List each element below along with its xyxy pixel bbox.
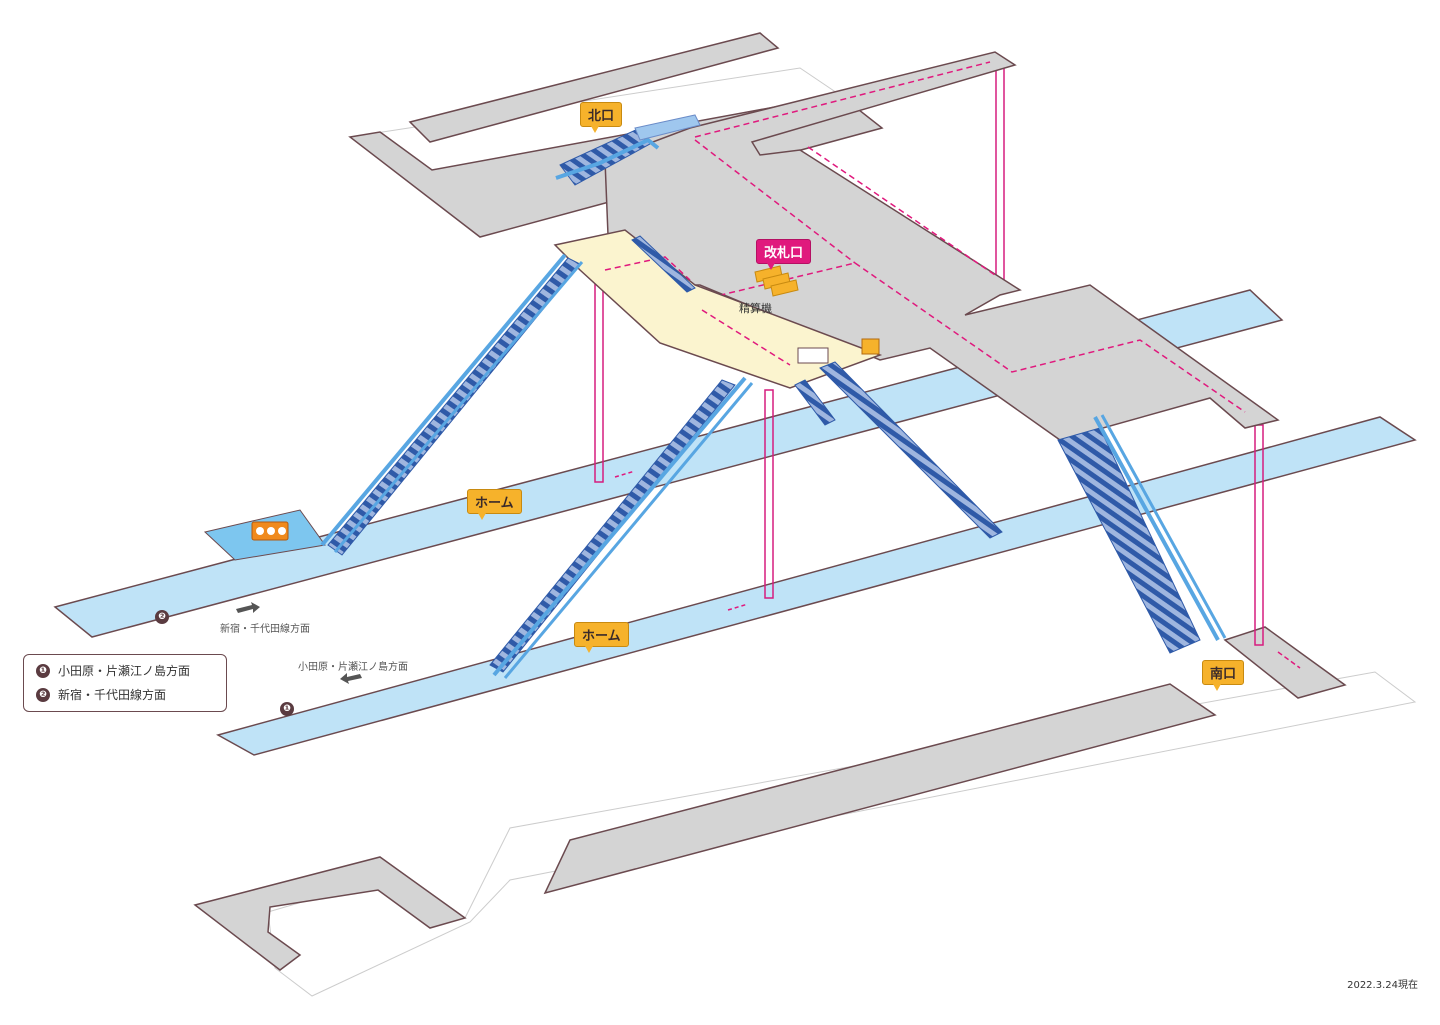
arrow-left-icon: [340, 673, 362, 684]
concourse-routes: [694, 61, 1246, 413]
legend-item-2: ❷ 新宿・千代田線方面: [36, 686, 166, 703]
escalator-lower-left-rail-b: [503, 382, 754, 679]
stairs-south: [1057, 427, 1201, 654]
escalator-lower-left-rail-a: [492, 376, 747, 677]
south-route-line: [1277, 651, 1301, 669]
ticket-gate-tag: 改札口: [756, 239, 812, 270]
route-north-down: [694, 139, 856, 264]
north-road-block: [408, 32, 780, 143]
escalator-north-rail: [555, 137, 660, 180]
escalator-south-rail-a: [1093, 416, 1220, 641]
direction-odawara-label: 小田原・片瀬江ノ島方面: [298, 662, 408, 673]
gate-floor-routes: [604, 256, 791, 366]
stairs-lower-platform-down: [819, 361, 1003, 539]
north-exit-tag: 北口: [580, 102, 623, 133]
route-fare: [699, 262, 856, 301]
ticket-gate-3: [770, 279, 799, 297]
date-stamp: 2022.3.24現在: [1347, 980, 1418, 991]
south-exit-tag: 南口: [1202, 660, 1245, 691]
elevator-north: [995, 64, 1005, 281]
route-gate-left: [604, 256, 691, 281]
escalator-upper-left-rail-a: [320, 253, 567, 547]
stair-opening: [797, 347, 829, 364]
ticket-machine-icon: [861, 338, 880, 355]
platform-number-upper: ❷: [155, 610, 169, 624]
direction-shinjuku-label: 新宿・千代田線方面: [220, 624, 310, 635]
route-gate-down: [701, 309, 791, 366]
ticket-gates: [754, 265, 799, 297]
upper-elevator-route: [614, 470, 636, 478]
legend-number: ❷: [36, 687, 50, 702]
elevator-upper-platform: [594, 274, 604, 483]
toilet-figure-3: [278, 527, 286, 535]
lower-elevator-route: [727, 603, 749, 611]
platform-upper-tag: ホーム: [467, 489, 522, 520]
legend-text: 新宿・千代田線方面: [58, 688, 167, 702]
platform-number-lower: ❶: [280, 702, 294, 716]
fare-machine-label: 精算機: [739, 302, 772, 315]
toilet-figure-1: [256, 527, 264, 535]
arrow-right-icon: [236, 602, 260, 613]
route-south: [854, 262, 1246, 413]
ground-left-block: [193, 856, 467, 971]
escalator-upper-left-rail-b: [333, 261, 584, 553]
route-elevator-north: [807, 146, 996, 276]
north-walkway: [634, 114, 701, 141]
stairs-upper-right: [631, 235, 696, 293]
elevator-lower-platform: [764, 389, 774, 599]
legend-number: ❶: [36, 663, 50, 678]
concourse: [604, 51, 1280, 441]
legend: ❶ 小田原・片瀬江ノ島方面 ❷ 新宿・千代田線方面: [23, 654, 227, 712]
stairs-upper-platform-down: [794, 379, 836, 426]
platform-lower-tag: ホーム: [574, 622, 629, 653]
escalator-south-rail-b: [1100, 414, 1227, 639]
route-north: [694, 61, 991, 138]
ground-long-block: [543, 683, 1217, 895]
legend-item-1: ❶ 小田原・片瀬江ノ島方面: [36, 662, 190, 679]
toilet-figure-2: [267, 527, 275, 535]
legend-text: 小田原・片瀬江ノ島方面: [58, 664, 191, 678]
escalators: [320, 114, 1227, 679]
